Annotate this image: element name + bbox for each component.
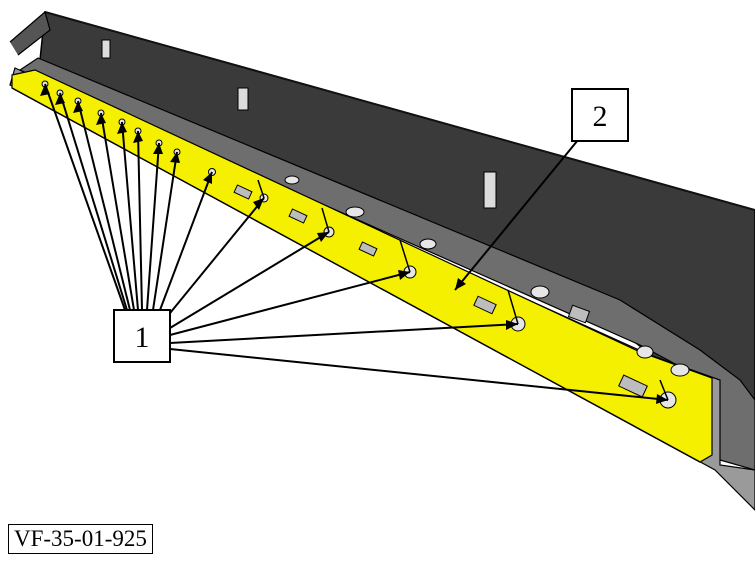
clip-openings — [233, 184, 648, 398]
callout-2-arrowhead — [455, 278, 466, 290]
callout-1-label: 1 — [135, 321, 150, 354]
callout-2-leader — [454, 139, 579, 291]
reference-code: VF-35-01-925 — [8, 524, 153, 554]
callout-2-label: 2 — [593, 100, 608, 133]
back-brackets — [101, 39, 497, 209]
callout-1-box — [113, 309, 171, 363]
callout-1-leaders — [44, 83, 669, 401]
callout-2-box — [571, 88, 629, 142]
mounting-pegs — [284, 175, 690, 377]
panel-tip — [9, 10, 51, 56]
panel-top-edge — [44, 11, 755, 211]
callout-1-arrowheads — [40, 84, 668, 404]
clip-posts — [257, 179, 669, 401]
seal-strip-lower-edge — [11, 87, 701, 463]
